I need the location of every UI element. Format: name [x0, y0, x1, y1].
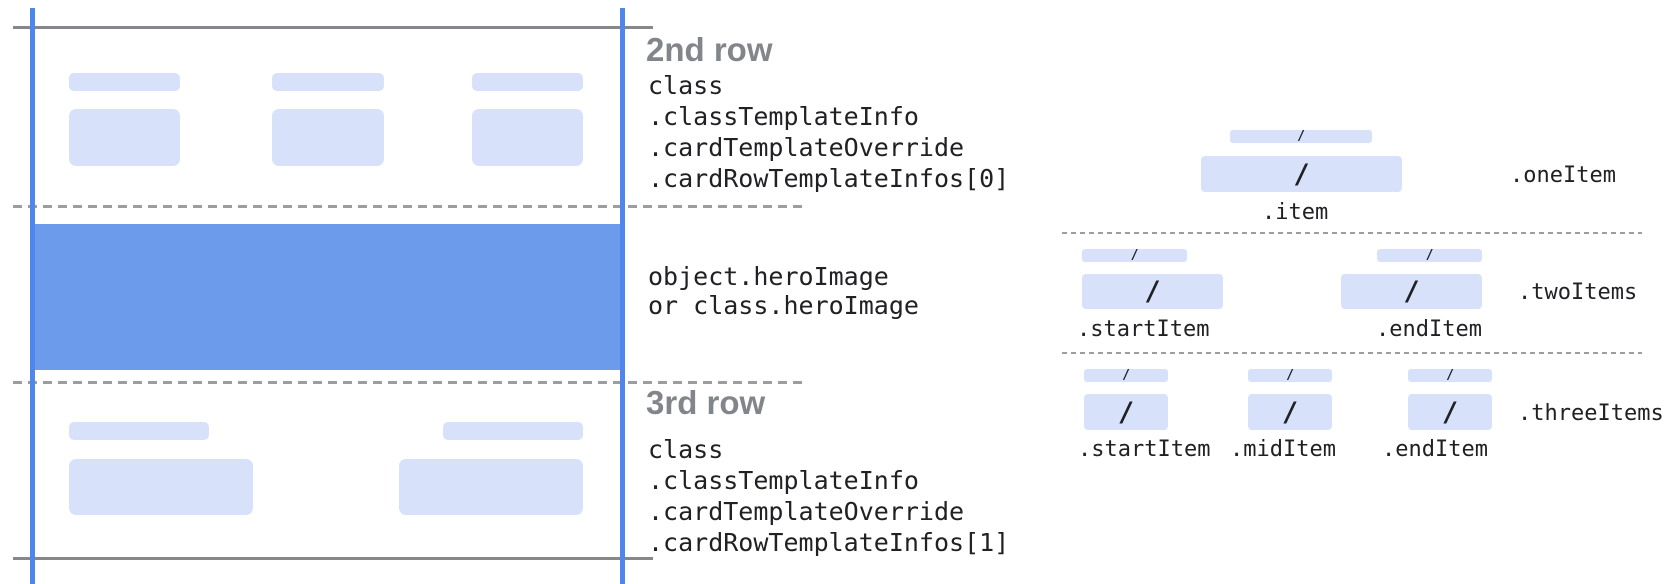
row3-heading: 3rd row [646, 384, 766, 421]
field-value-placeholder [399, 459, 583, 515]
code-line: class [648, 71, 724, 100]
slash-glyph: / [1293, 158, 1310, 190]
slash-glyph: / [1130, 248, 1139, 263]
slash-glyph: / [1425, 248, 1434, 263]
item-label-bar: / [1082, 249, 1187, 262]
card-left-guide-line [30, 8, 35, 584]
template-separator-dashed-line [1062, 232, 1642, 234]
hero-code: object.heroImage or class.heroImage [648, 262, 919, 320]
row2-code: class .classTemplateInfo .cardTemplateOv… [648, 70, 1009, 194]
card-right-guide-line [620, 8, 625, 584]
code-line: or class.heroImage [648, 291, 919, 320]
item-value-bar: / [1201, 156, 1402, 192]
item-label-bar: / [1248, 369, 1332, 382]
template-separator-dashed-line [1062, 352, 1642, 354]
code-line: .classTemplateInfo [648, 102, 919, 131]
item-label-bar: / [1408, 369, 1492, 382]
template-name-label: .twoItems [1518, 280, 1638, 305]
slash-glyph: / [1441, 396, 1459, 428]
item-name-label: .midItem [1230, 437, 1336, 462]
item-value-bar: / [1341, 274, 1482, 309]
slash-glyph: / [1286, 368, 1294, 383]
item-name-label: .endItem [1376, 317, 1482, 342]
slash-glyph: / [1144, 276, 1161, 307]
slash-glyph: / [1403, 276, 1420, 307]
item-value-bar: / [1408, 394, 1492, 430]
code-line: object.heroImage [648, 262, 889, 291]
slash-glyph: / [1297, 129, 1305, 144]
field-value-placeholder [69, 109, 180, 166]
code-line: .cardRowTemplateInfos[1] [648, 528, 1010, 557]
hero-image-band [32, 224, 623, 370]
item-label-bar: / [1230, 130, 1372, 143]
item-name-label: .startItem [1077, 317, 1210, 342]
code-line: .cardTemplateOverride [648, 497, 965, 526]
field-label-placeholder [69, 422, 209, 440]
code-line: .cardRowTemplateInfos[0] [648, 164, 1010, 193]
card-top-boundary-line [13, 26, 653, 29]
field-label-placeholder [472, 73, 583, 91]
field-label-placeholder [272, 73, 384, 91]
item-name-label: .endItem [1382, 437, 1488, 462]
card-bottom-boundary-line [13, 557, 653, 560]
row3-separator-dashed-line [13, 381, 803, 384]
field-label-placeholder [443, 422, 583, 440]
field-value-placeholder [272, 109, 384, 166]
template-name-label: .threeItems [1518, 401, 1664, 426]
item-value-bar: / [1082, 274, 1223, 309]
field-value-placeholder [472, 109, 583, 166]
item-value-bar: / [1084, 394, 1168, 430]
item-name-label: .item [1262, 200, 1329, 225]
field-value-placeholder [69, 459, 253, 515]
item-label-bar: / [1377, 249, 1482, 262]
row2-separator-dashed-line [13, 205, 803, 208]
item-label-bar: / [1084, 369, 1168, 382]
code-line: class [648, 435, 724, 464]
row3-code: class .classTemplateInfo .cardTemplateOv… [648, 434, 1009, 558]
slash-glyph: / [1446, 368, 1454, 383]
template-name-label: .oneItem [1510, 163, 1616, 188]
slash-glyph: / [1281, 396, 1299, 428]
row2-heading: 2nd row [646, 31, 773, 68]
item-name-label: .startItem [1078, 437, 1211, 462]
item-value-bar: / [1248, 394, 1332, 430]
slash-glyph: / [1122, 368, 1130, 383]
code-line: .classTemplateInfo [648, 466, 919, 495]
slash-glyph: / [1117, 396, 1135, 428]
field-label-placeholder [69, 73, 180, 91]
code-line: .cardTemplateOverride [648, 133, 965, 162]
